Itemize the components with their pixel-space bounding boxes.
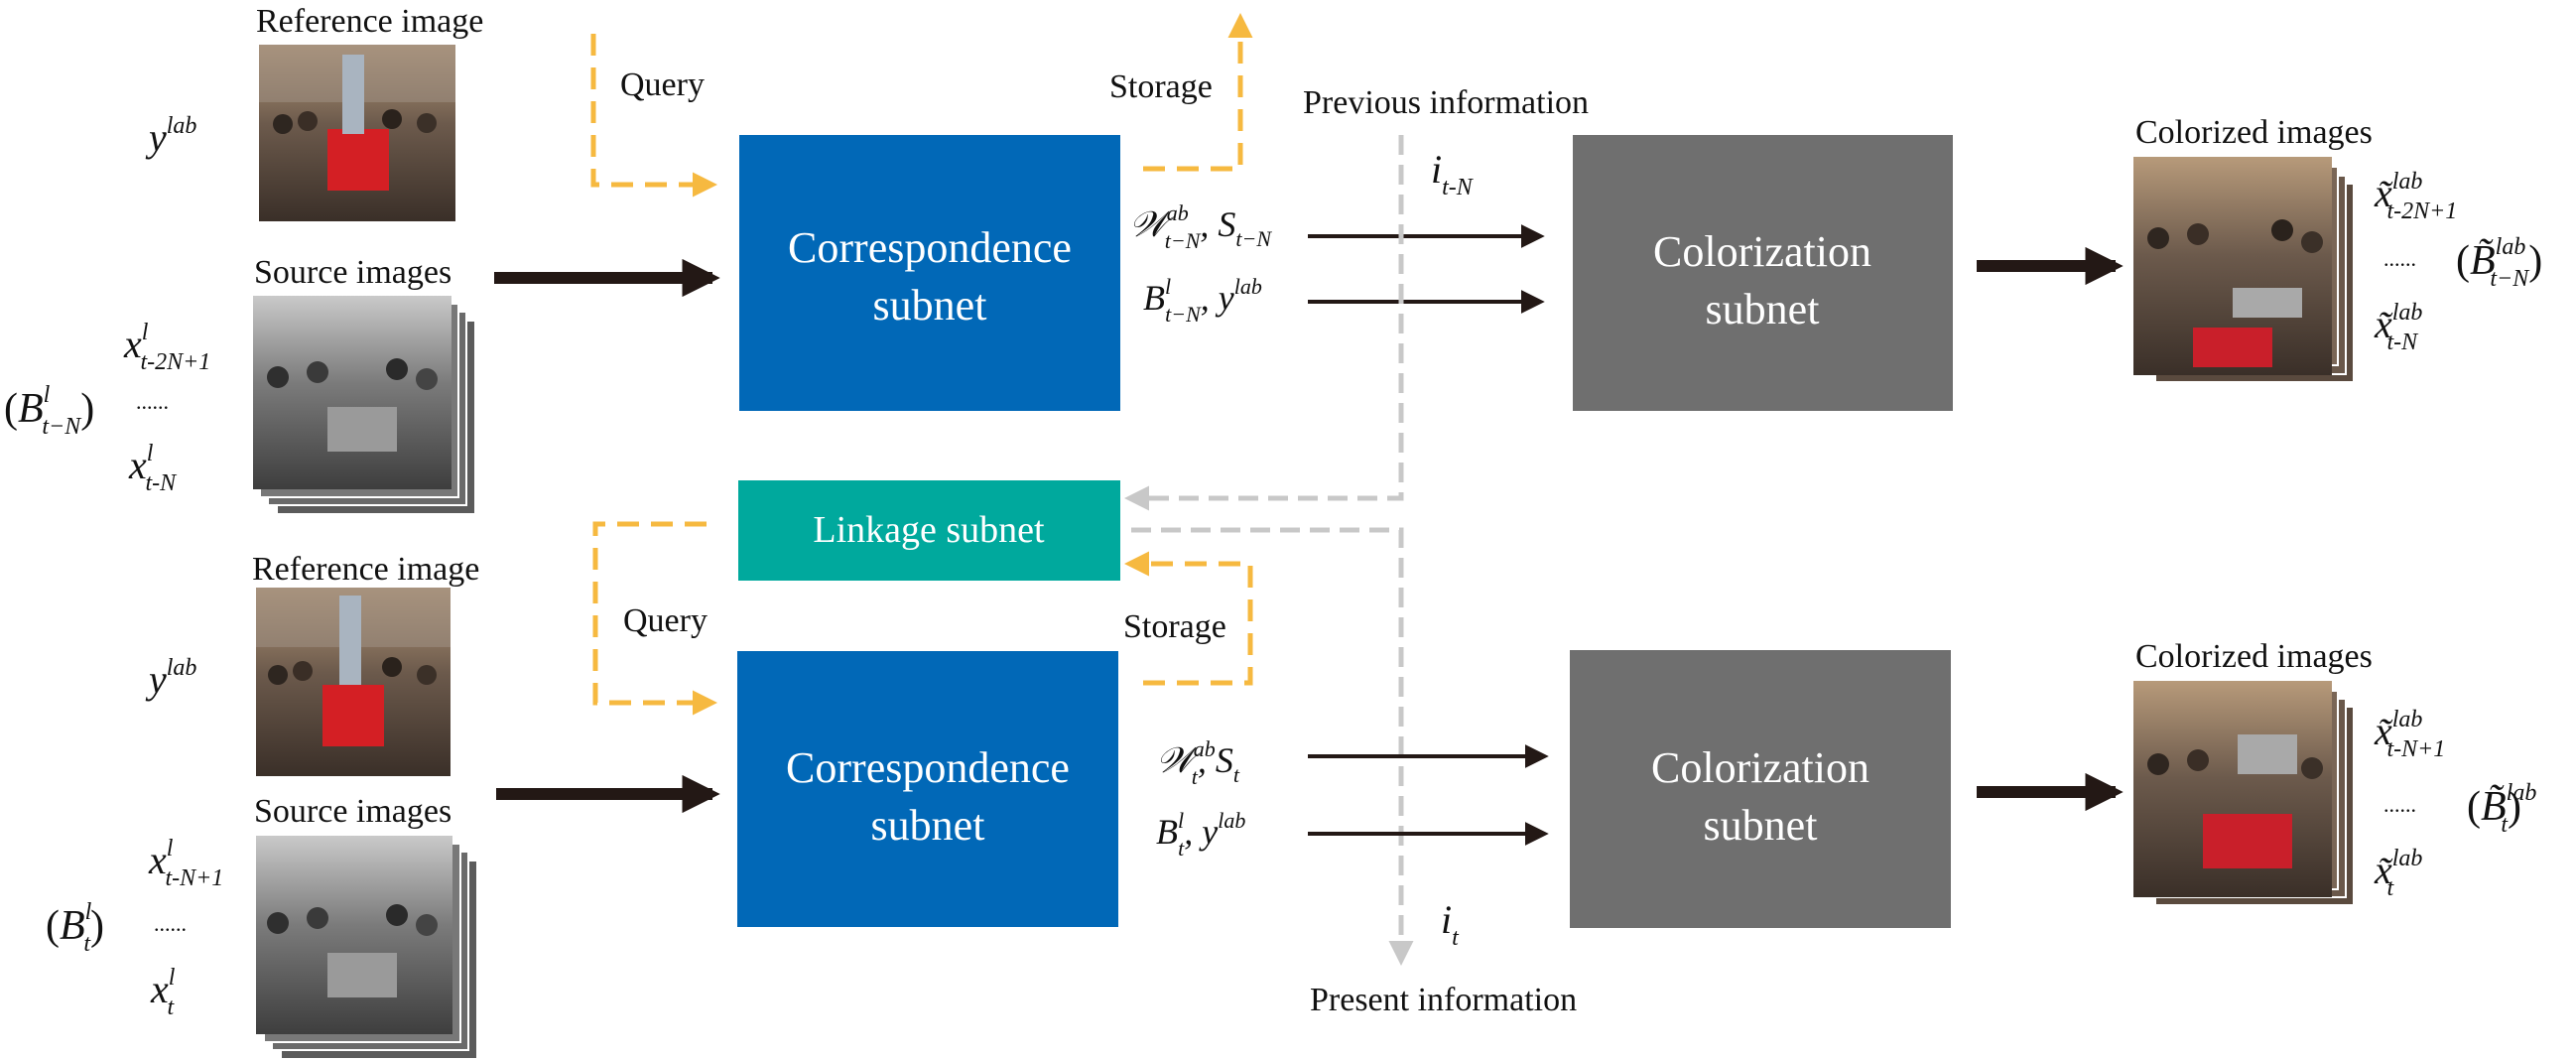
bottom-reference-image [256, 588, 451, 776]
bottom-correspondence-line1: Correspondence [786, 743, 1070, 792]
bottom-query-arrow [592, 521, 717, 716]
top-query-arrow [590, 34, 717, 198]
top-correspondence-line1: Correspondence [788, 223, 1072, 272]
top-storage-label: Storage [1109, 68, 1213, 105]
linkage-subnet-label: Linkage subnet [813, 509, 1045, 551]
bottom-y-lab: ylab [145, 655, 196, 702]
bottom-colorization-line1: Colorization [1651, 743, 1869, 792]
top-colorization-line1: Colorization [1653, 227, 1871, 276]
linkage-section: Linkage subnet [592, 135, 1414, 966]
bottom-colorization-subnet [1570, 650, 1951, 928]
bottom-storage-arrow [1124, 551, 1253, 686]
bottom-query-label: Query [623, 602, 708, 639]
present-information-label: Present information [1310, 982, 1577, 1018]
bottom-colorized-image-stack [2133, 681, 2355, 906]
bottom-i-t: it [1441, 897, 1460, 951]
bottom-source-image-stack [256, 836, 478, 1060]
top-query-label: Query [620, 66, 705, 103]
top-y-lab: ylab [145, 113, 196, 160]
bottom-colorized-label: Colorized images [2135, 638, 2373, 675]
top-colorized-image-stack [2133, 157, 2355, 383]
top-source-image-stack [253, 296, 476, 515]
top-colorization-subnet [1573, 135, 1953, 411]
top-correspondence-subnet [739, 135, 1120, 411]
bottom-storage-label: Storage [1123, 608, 1226, 645]
top-colorized-label: Colorized images [2135, 114, 2373, 151]
bottom-colorization-line2: subnet [1704, 801, 1818, 850]
bottom-out-dots: ...... [2383, 792, 2416, 817]
bottom-source-label: Source images [254, 793, 451, 830]
linkage-to-present-info-arrow [1131, 527, 1414, 966]
top-correspondence-line2: subnet [873, 281, 987, 330]
bottom-reference-label: Reference image [252, 551, 479, 588]
top-colorization-line2: subnet [1706, 285, 1820, 333]
bottom-correspondence-subnet [737, 651, 1118, 927]
bottom-x-dots: ...... [154, 911, 187, 936]
bottom-correspondence-line2: subnet [871, 801, 985, 850]
linkage-subnet [738, 480, 1120, 581]
top-reference-label: Reference image [256, 3, 483, 40]
top-out-dots: ...... [2383, 246, 2416, 271]
top-x-dots: ...... [136, 389, 169, 414]
previous-information-label: Previous information [1303, 84, 1589, 121]
top-i-tn: it-N [1431, 147, 1475, 200]
previous-info-to-linkage-arrow [1124, 135, 1404, 511]
top-reference-image [259, 45, 455, 221]
top-source-label: Source images [254, 254, 451, 291]
